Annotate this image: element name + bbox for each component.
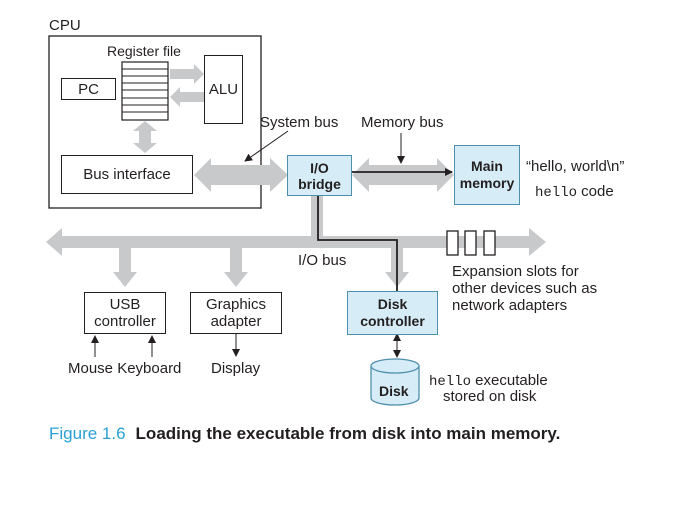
memory-code-text: code: [577, 183, 614, 200]
register-file: [121, 61, 169, 121]
io-bus-bridge-stub: [311, 196, 323, 236]
display-label: Display: [211, 360, 261, 377]
bus-interface-label: Bus interface: [83, 166, 171, 183]
figure-title: Loading the executable from disk into ma…: [135, 424, 561, 443]
expansion-slots: [446, 230, 496, 256]
io-bridge-line1: I/O: [310, 159, 329, 176]
graphics-adapter-line1: Graphics: [205, 296, 267, 313]
disk-controller-line2: controller: [360, 313, 425, 329]
load-data-path: [317, 168, 453, 304]
pc-register: PC: [61, 78, 116, 100]
memory-content-string: “hello, world\n”: [526, 158, 625, 175]
io-bus-label: I/O bus: [298, 252, 347, 269]
register-file-label: Register file: [107, 43, 181, 59]
disk-note-text1: executable: [471, 372, 548, 389]
bus-interface-box: Bus interface: [61, 155, 193, 194]
graphics-bus-connector: [224, 248, 248, 287]
disk-note-line2: stored on disk: [443, 388, 537, 405]
figure-number: Figure 1.6: [49, 424, 126, 443]
regfile-to-alu-arrow: [170, 64, 204, 84]
usb-bus-connector: [113, 248, 137, 287]
disk-note-mono: hello: [429, 374, 472, 390]
system-bus-label: System bus: [260, 114, 339, 131]
main-memory-line1: Main: [471, 158, 503, 174]
usb-controller-line1: USB: [109, 296, 141, 313]
disk-note-line1: hello executable: [429, 372, 548, 391]
mouse-keyboard-label: Mouse Keyboard: [68, 360, 182, 377]
usb-controller-box: USB controller: [84, 292, 166, 334]
disk-cylinder: [370, 358, 420, 406]
disk-label: Disk: [379, 383, 409, 399]
disk-controller-line1: Disk: [377, 296, 408, 312]
main-memory-line2: memory: [459, 175, 515, 191]
cpu-title: CPU: [49, 17, 81, 34]
alu-box: ALU: [204, 55, 243, 124]
pc-label: PC: [78, 80, 99, 98]
alu-label: ALU: [208, 81, 239, 98]
main-memory-box: Main memory: [454, 145, 520, 205]
system-bus-pointer: [244, 130, 289, 162]
expansion-slots-label: Expansion slots for other devices such a…: [452, 263, 598, 314]
graphics-adapter-line2: adapter: [210, 313, 262, 330]
regfile-bus-interface-link: [133, 121, 157, 153]
memory-bus-label: Memory bus: [361, 114, 444, 131]
io-bridge-box: I/O bridge: [287, 155, 352, 196]
usb-controller-line2: controller: [94, 313, 156, 330]
disk-controller-box: Disk controller: [347, 291, 438, 335]
figure-caption: Figure 1.6 Loading the executable from di…: [49, 424, 560, 444]
cpu-enclosure: [48, 35, 262, 209]
memory-code-mono: hello: [535, 185, 578, 201]
memory-content-code: hello code: [535, 183, 614, 202]
io-bus: [46, 228, 546, 256]
memory-bus: [352, 158, 454, 192]
graphics-adapter-box: Graphics adapter: [190, 292, 282, 334]
io-bridge-line2: bridge: [298, 175, 341, 192]
alu-to-regfile-arrow: [170, 87, 204, 107]
system-bus: [194, 158, 288, 192]
